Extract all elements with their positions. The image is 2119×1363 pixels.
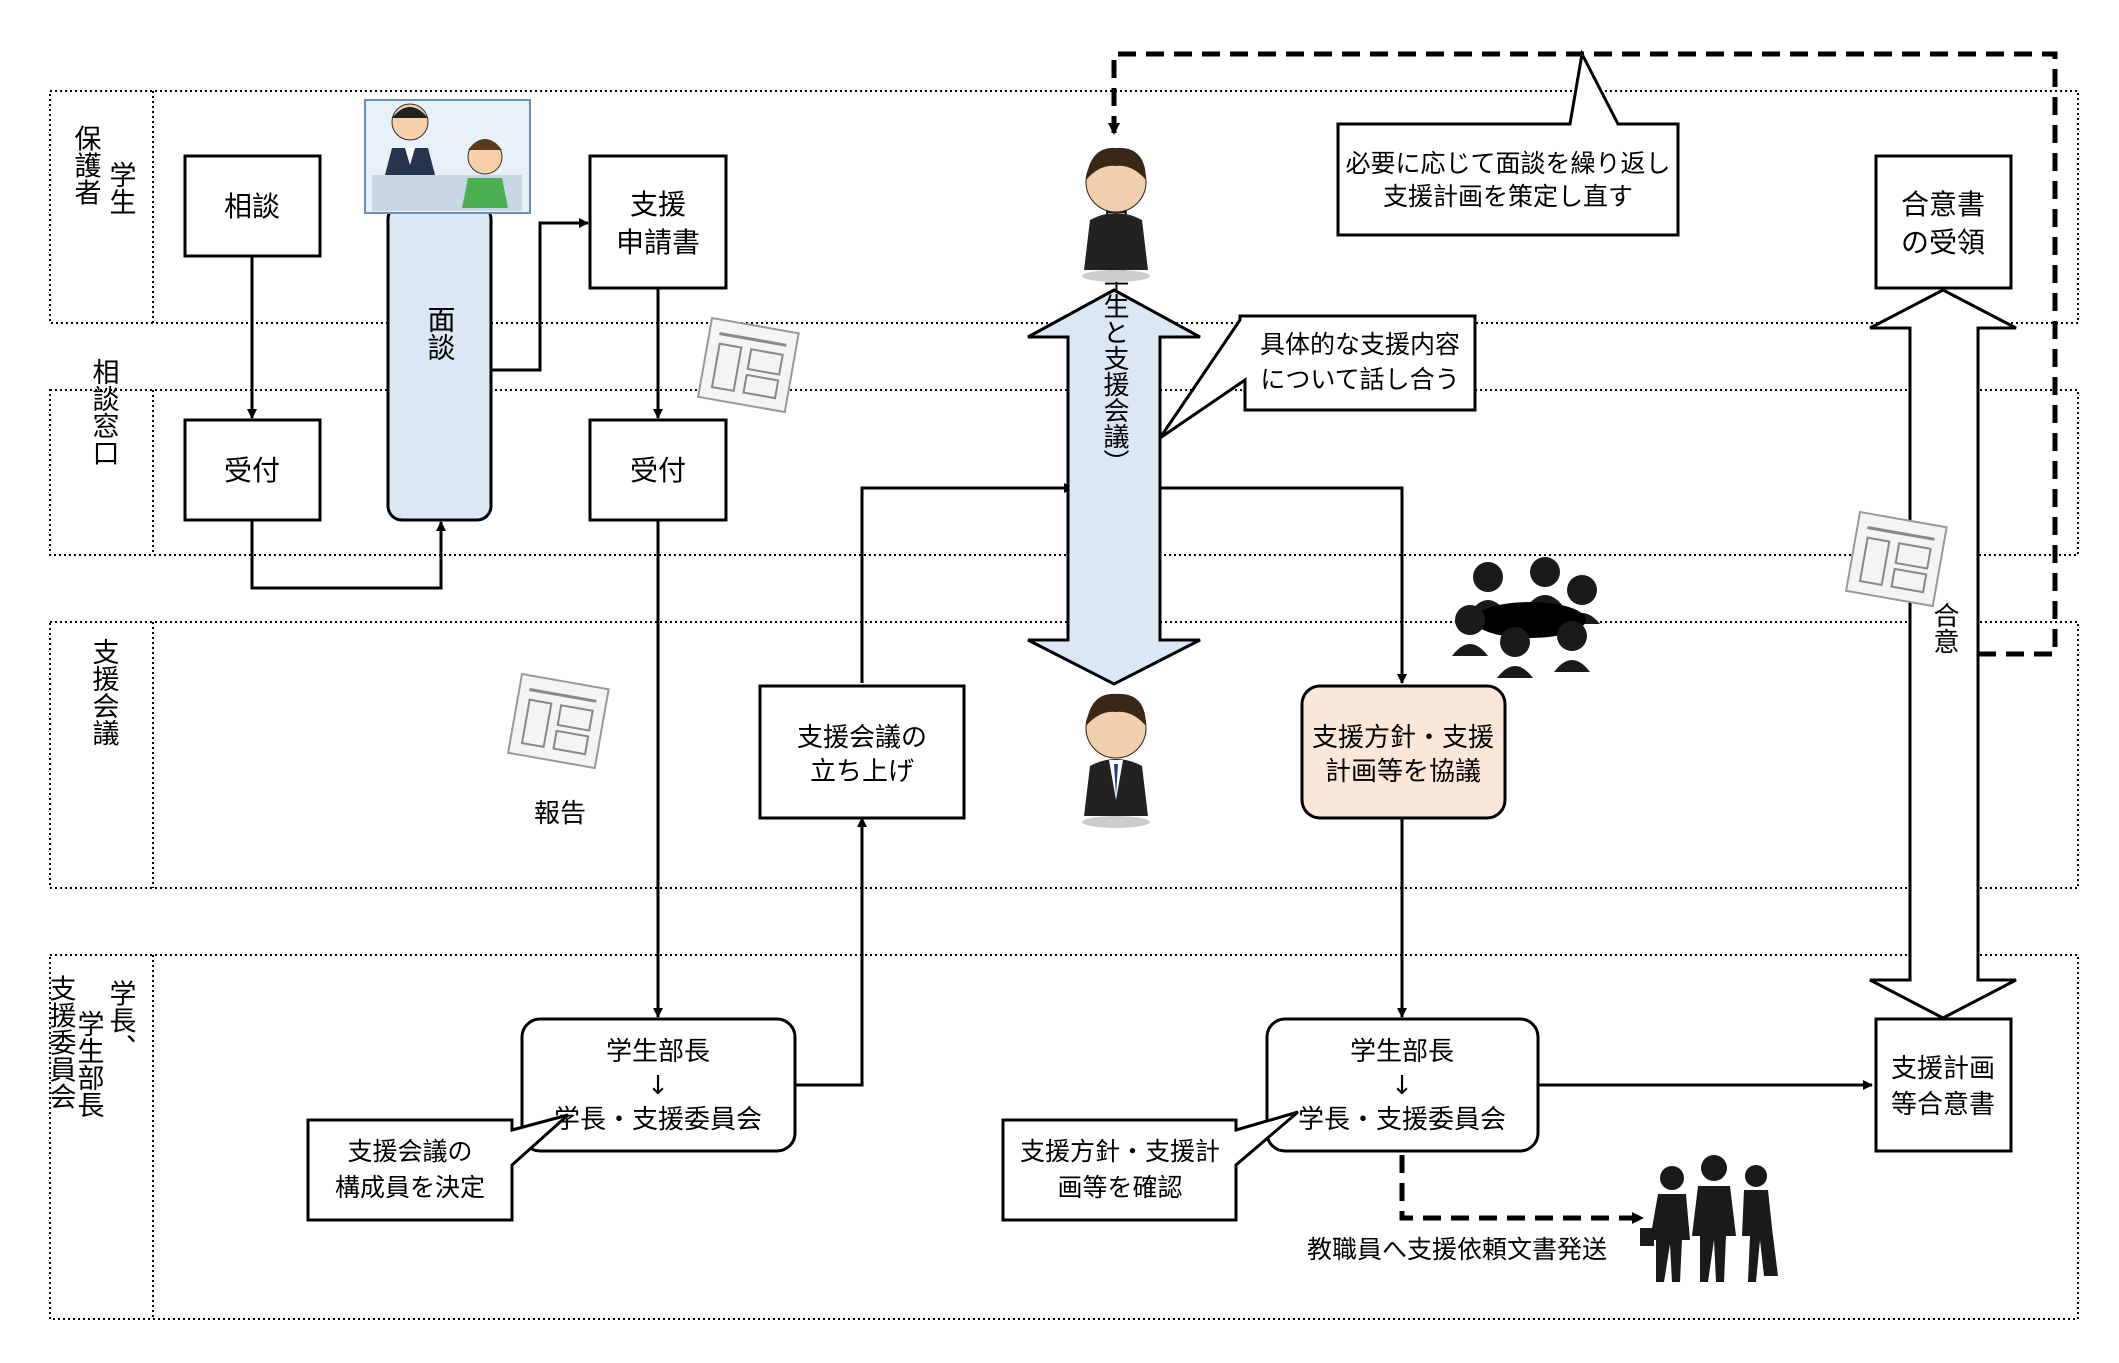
callout-talk-line1: 具体的な支援内容	[1260, 330, 1460, 359]
box-consult: 相談	[183, 154, 322, 258]
box-consult-label: 相談	[224, 190, 280, 223]
lane-president-col1: 学長、	[105, 979, 136, 1060]
box-interview: 面談	[386, 203, 493, 522]
callout-members-line2: 構成員を決定	[335, 1173, 485, 1202]
callout-talk: 具体的な支援内容 について話し合う	[1158, 314, 1477, 440]
box-dean-1: 学生部長 ↓ 学長・支援委員会	[520, 1017, 797, 1153]
document-icon-3	[1844, 510, 1948, 608]
box-plan-agreement-line1: 支援計画	[1891, 1054, 1995, 1084]
send-doc-label: 教職員へ支援依頼文書発送	[1307, 1235, 1607, 1264]
box-plan-agreement: 支援計画 等合意書	[1874, 1017, 2013, 1153]
box-agreement-receipt-line1: 合意書	[1901, 188, 1985, 221]
callout-repeat-line2: 支援計画を策定し直す	[1383, 182, 1633, 211]
student-figure-icon	[1082, 147, 1150, 282]
box-agreement-receipt: 合意書 の受領	[1874, 154, 2013, 290]
box-setup-line1: 支援会議の	[797, 723, 927, 753]
callout-confirm: 支援方針・支援計 画等を確認	[1001, 1110, 1299, 1222]
callout-members-line1: 支援会議の	[347, 1137, 472, 1166]
meeting-group-icon	[1452, 557, 1600, 678]
lane-title-president: 学長、 学生部長 支援委員会	[45, 974, 136, 1118]
dashed-loop	[1108, 51, 2058, 1224]
box-reception-2-label: 受付	[630, 454, 686, 487]
lane-student	[49, 90, 2079, 324]
document-icon-2	[506, 672, 610, 770]
box-interview-label: 面談	[424, 305, 457, 361]
box-dean-2-line2: ↓	[1391, 1071, 1413, 1101]
document-icon-1	[696, 316, 800, 414]
callout-confirm-line2: 画等を確認	[1057, 1173, 1182, 1202]
box-agreement-receipt-line2: の受領	[1901, 226, 1985, 259]
box-dean-2: 学生部長 ↓ 学長・支援委員会	[1265, 1017, 1540, 1153]
box-discuss: 支援方針・支援 計画等を協議	[1300, 684, 1507, 820]
box-dean-2-line3: 学長・支援委員会	[1298, 1105, 1506, 1135]
box-application-line1: 支援	[630, 188, 686, 221]
lane-student-col1: 学生	[105, 161, 136, 215]
lane-desk	[49, 389, 2079, 556]
box-application: 支援 申請書	[588, 154, 728, 290]
box-dean-2-line1: 学生部長	[1350, 1037, 1454, 1067]
callout-repeat-line1: 必要に応じて面談を繰り返し	[1345, 149, 1670, 178]
box-setup-line2: 立ち上げ	[810, 757, 914, 787]
staff-figure-icon	[1082, 693, 1150, 828]
box-dean-1-line1: 学生部長	[606, 1037, 710, 1067]
callout-talk-line2: について話し合う	[1260, 365, 1459, 394]
callout-members: 支援会議の 構成員を決定	[306, 1113, 569, 1222]
lane-title-desk: 相談窓口	[88, 358, 120, 466]
interview-illustration	[364, 99, 531, 214]
box-reception-1: 受付	[183, 418, 322, 522]
report-label: 報告	[534, 799, 586, 829]
consent-double-arrow: 合意	[1869, 288, 2017, 1020]
lane-meeting	[49, 621, 2079, 889]
lane-title-student: 学生 保護者	[70, 124, 136, 215]
box-application-line2: 申請書	[616, 226, 700, 259]
lane-president	[49, 954, 2079, 1320]
box-discuss-line1: 支援方針・支援	[1312, 723, 1494, 753]
lane-president-col3: 支援委員会	[45, 974, 77, 1109]
connectors	[247, 218, 1873, 1090]
box-discuss-line2: 計画等を協議	[1325, 757, 1481, 787]
consent-arrow-label: 合意	[1929, 602, 1959, 654]
swimlanes	[49, 90, 2079, 1320]
lane-title-meeting: 支援会議	[88, 638, 120, 746]
callout-repeat: 必要に応じて面談を繰り返し 支援計画を策定し直す	[1336, 49, 1680, 237]
staff-group-icon	[1640, 1155, 1778, 1282]
box-dean-1-line2: ↓	[647, 1071, 669, 1101]
lane-president-col2: 学生部長	[73, 1010, 104, 1118]
box-reception-1-label: 受付	[224, 454, 280, 487]
box-plan-agreement-line2: 等合意書	[1891, 1090, 1995, 1120]
box-reception-2: 受付	[588, 418, 728, 522]
callout-confirm-line1: 支援方針・支援計	[1020, 1137, 1220, 1166]
lane-student-col2: 保護者	[70, 124, 102, 205]
box-setup: 支援会議の 立ち上げ	[758, 684, 966, 820]
box-dean-1-line3: 学長・支援委員会	[554, 1105, 762, 1135]
